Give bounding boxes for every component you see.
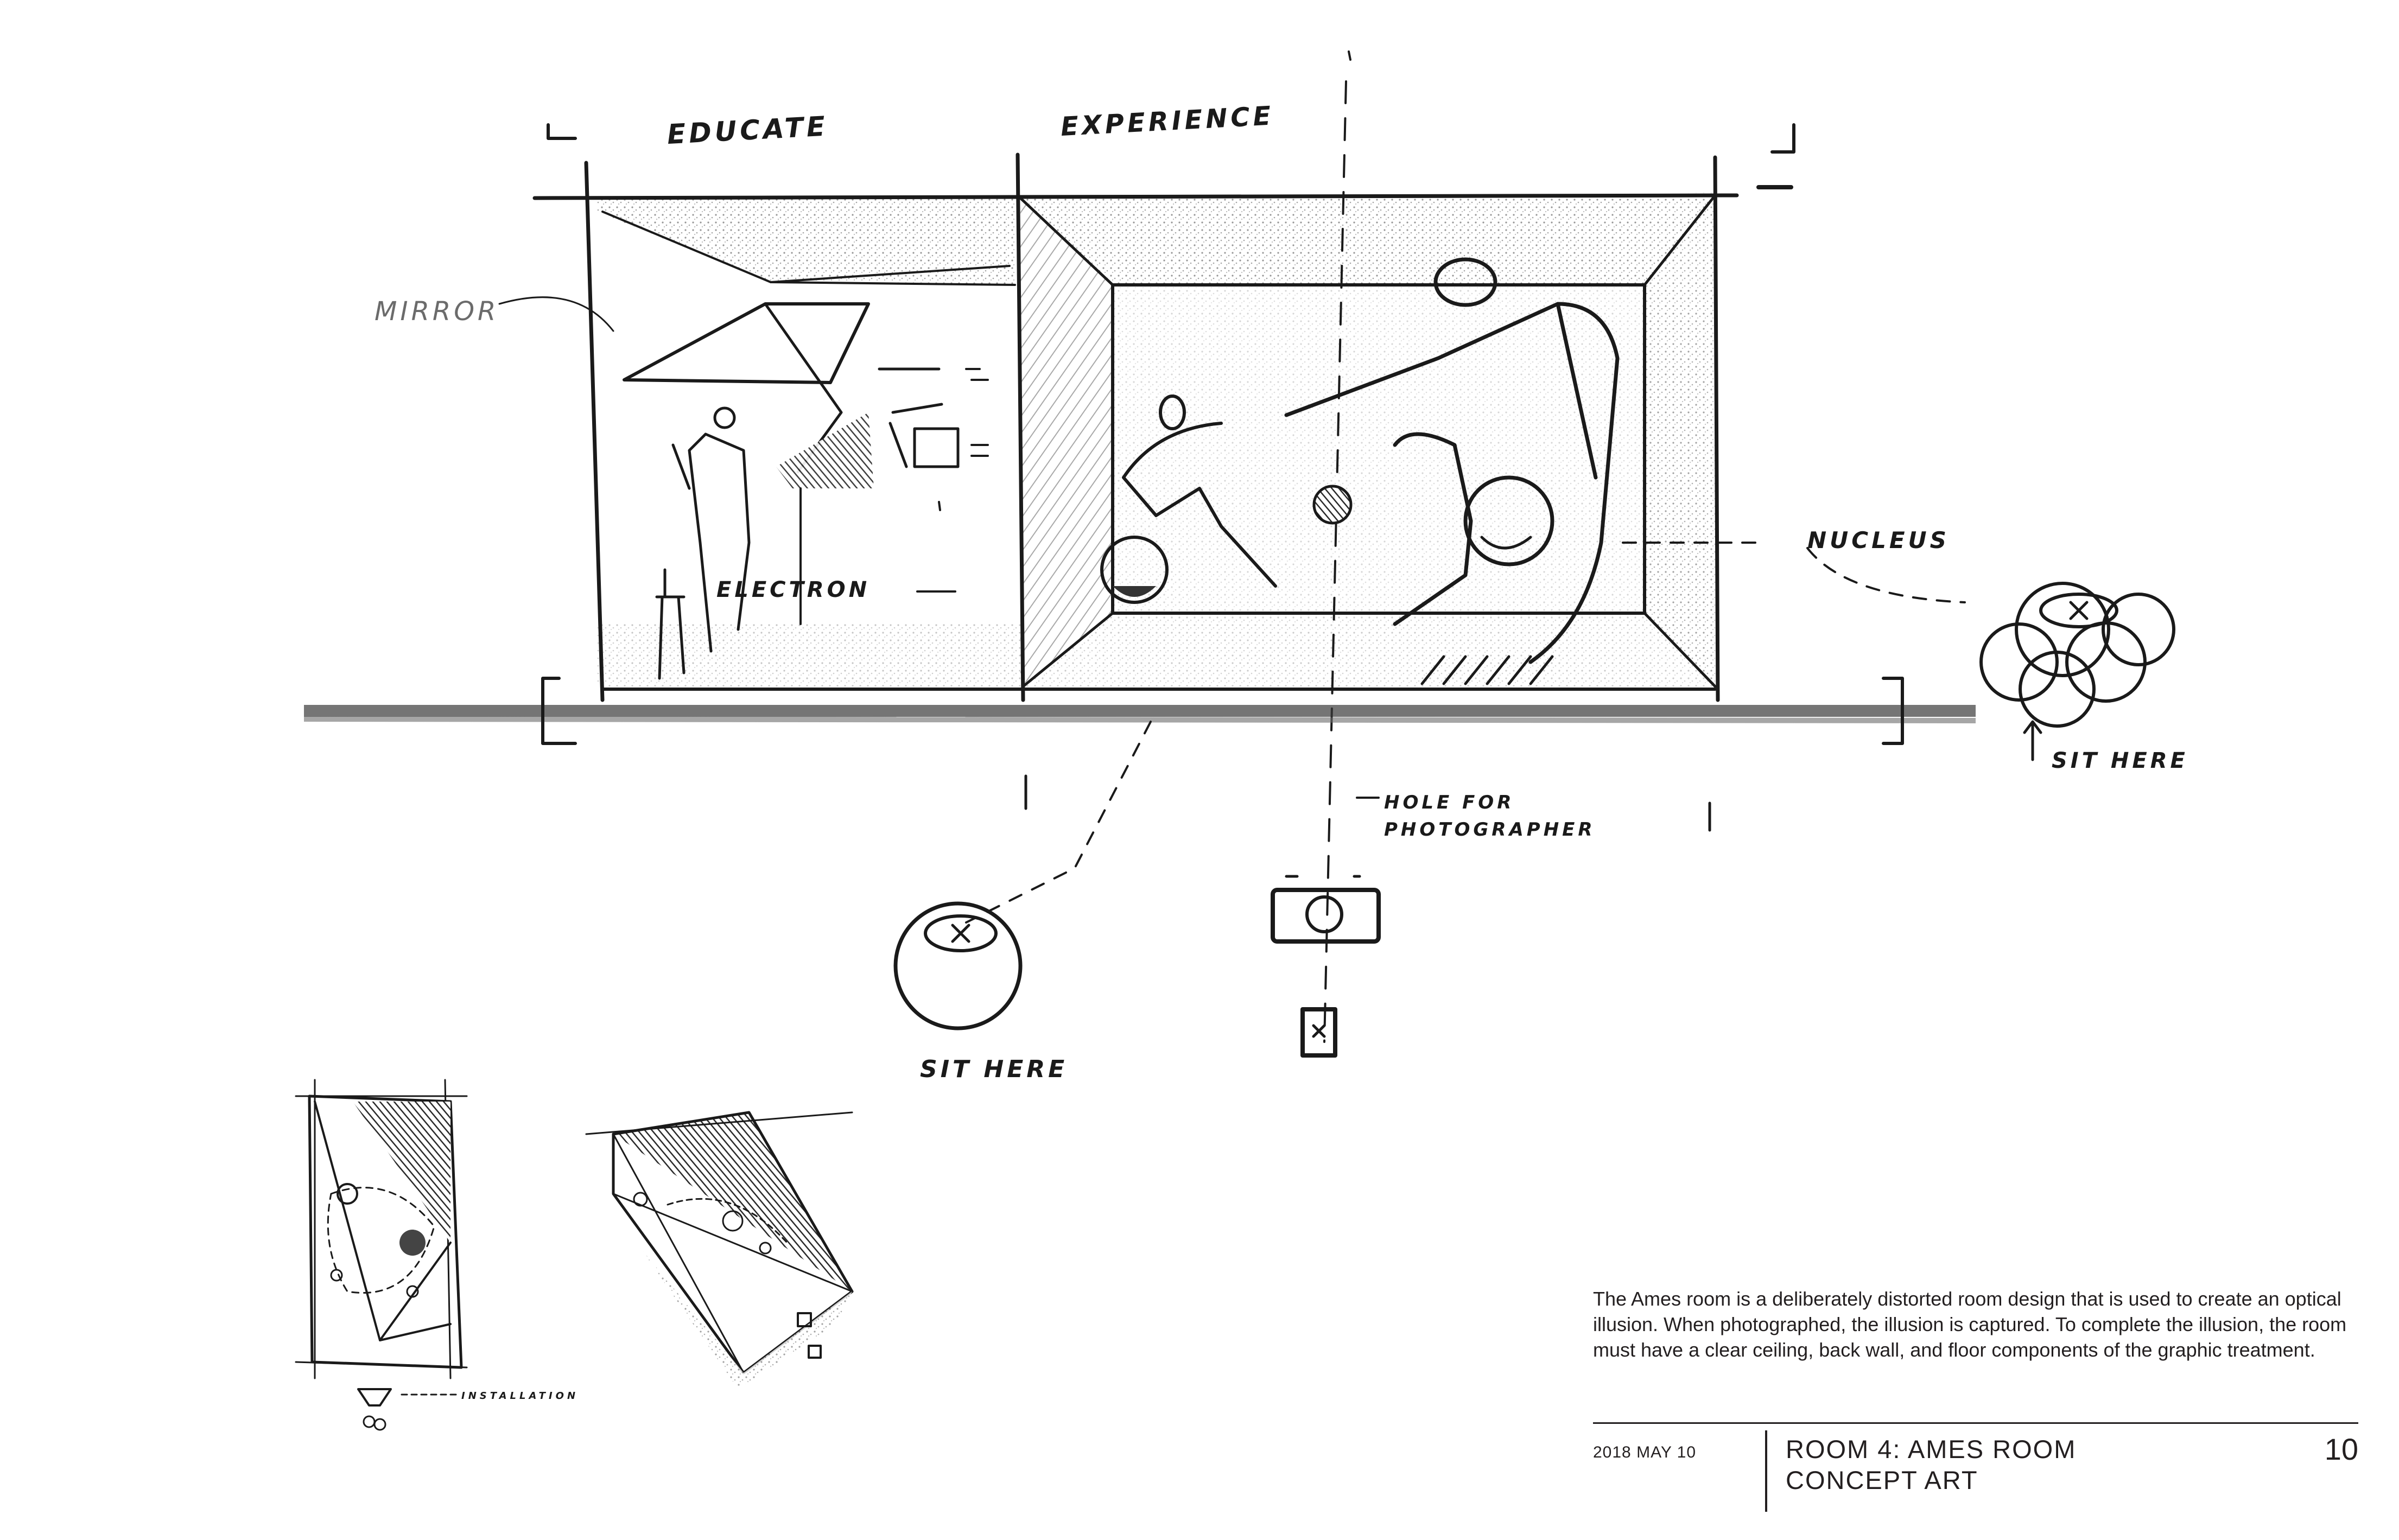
nucleus-seat-sketch: SIT HERE: [1979, 582, 2188, 773]
label-hole-for-photographer-1: HOLE FOR: [1384, 792, 1514, 813]
seat-sketch: SIT HERE: [893, 901, 1068, 1083]
footer-title-line2: CONCEPT ART: [1786, 1466, 1978, 1494]
footer-date: 2018 MAY 10: [1593, 1443, 1697, 1461]
description-text: The Ames room is a deliberately distorte…: [1593, 1288, 2347, 1361]
label-experience: EXPERIENCE: [1060, 100, 1275, 142]
label-hole-for-photographer-2: PHOTOGRAPHER: [1384, 819, 1596, 841]
label-educate: EDUCATE: [667, 111, 829, 150]
plan-sketch-left: INSTALLATION: [295, 1079, 579, 1431]
page-number: 10: [2324, 1432, 2358, 1466]
camera-sketch: HOLE FOR PHOTOGRAPHER: [1271, 792, 1596, 1058]
ames-room-main-sketch: EDUCATE EXPERIENCE MIRROR ELECTRON NUCLE…: [303, 50, 1976, 1043]
label-installation: INSTALLATION: [461, 1390, 579, 1402]
footer-rule: [1593, 1422, 2358, 1424]
label-sit-here-left: SIT HERE: [920, 1055, 1068, 1083]
label-electron: ELECTRON: [716, 577, 870, 602]
label-nucleus: NUCLEUS: [1807, 527, 1950, 553]
footer-title-line1: ROOM 4: AMES ROOM: [1786, 1435, 2077, 1463]
label-sit-here-right: SIT HERE: [2052, 748, 2188, 773]
footer-title: ROOM 4: AMES ROOM CONCEPT ART: [1786, 1434, 2076, 1496]
footer-divider: [1765, 1430, 1767, 1512]
label-mirror: MIRROR: [375, 296, 499, 327]
perspective-sketch-right: [585, 1111, 854, 1389]
